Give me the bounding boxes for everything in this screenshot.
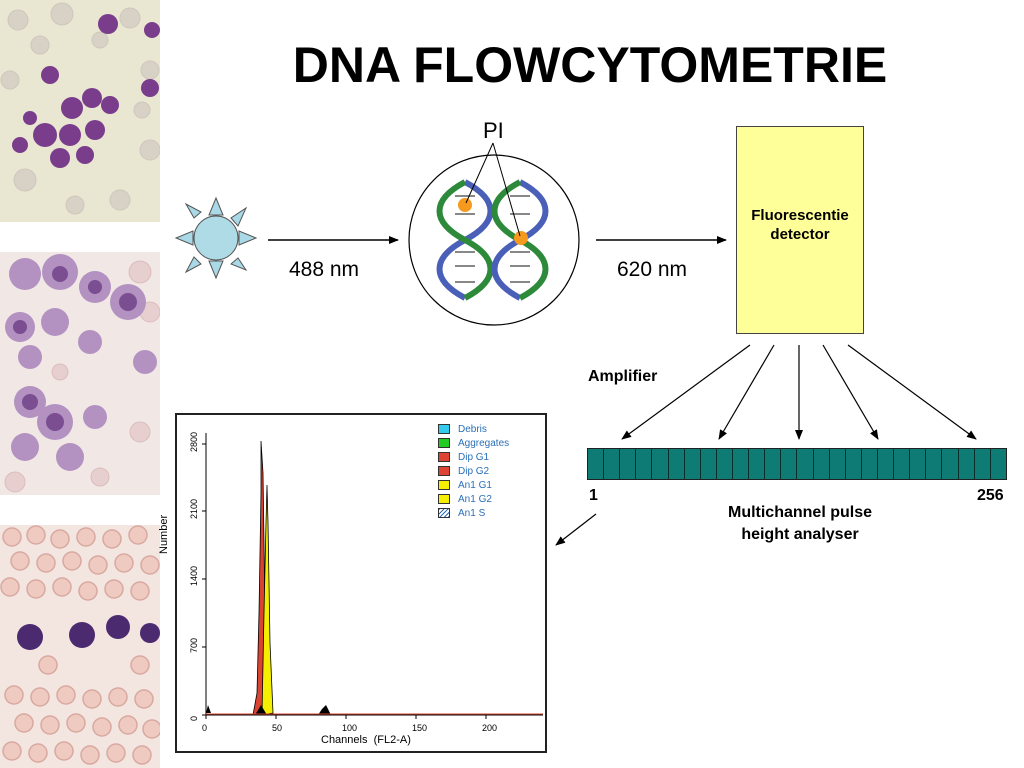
emission-wavelength-label: 620 nm [617,258,688,281]
channel-cell [959,449,975,479]
micrograph-image-top [0,0,160,222]
histogram-x-tick-label: 0 [202,723,208,733]
channel-cell [620,449,637,479]
legend-item: Dip G1 [438,450,509,464]
analyser-label-line2: height analyser [741,526,859,543]
channel-end-label: 256 [977,487,1004,504]
channel-cell [781,449,798,479]
legend-item: Aggregates [438,436,509,450]
legend-label: Debris [458,423,487,435]
channel-cell [733,449,750,479]
legend-item: Debris [438,422,509,436]
legend-swatch [438,466,450,476]
light-source-icon [174,196,258,280]
histogram-y-tick-label: 0 [189,715,199,721]
micrograph-image-bottom [0,525,160,768]
channel-cell [669,449,685,479]
legend-swatch [438,438,450,448]
channel-cell [878,449,895,479]
histogram-x-tick-label: 150 [412,723,428,733]
legend-swatch [438,452,450,462]
channel-cell [685,449,701,479]
analyser-label: Multichannel pulse height analyser [690,502,910,546]
histogram-x-tick-label: 50 [272,723,283,733]
legend-label: An1 S [458,507,486,519]
detector-label-line2: detector [770,226,830,243]
micrograph-image-middle [0,252,160,495]
histogram-y-tick-label: 2100 [189,498,199,519]
channel-cell [749,449,766,479]
legend-label: An1 G1 [458,479,492,491]
dna-histogram [175,413,547,753]
excitation-wavelength-label: 488 nm [289,258,360,281]
channel-cell [846,449,862,479]
amplifier-label: Amplifier [588,368,658,385]
legend-item: An1 S [438,506,509,520]
legend-swatch [438,480,450,490]
legend-swatch [438,424,450,434]
legend-label: An1 G2 [458,493,492,505]
histogram-y-tick-label: 700 [189,637,199,653]
channel-cell [910,449,927,479]
pi-label: PI [483,118,504,143]
detector-label-line1: Fluorescentie [751,207,849,224]
fluorescence-detector: Fluorescentie detector [736,126,864,334]
legend-swatch [438,494,450,504]
channel-cell [862,449,878,479]
channel-cell [830,449,846,479]
channel-cell [604,449,621,479]
channel-start-label: 1 [589,487,598,504]
page-title: DNA FLOWCYTOMETRIE [292,37,888,93]
channel-bar [587,448,1007,480]
amplifier-arrows [621,344,977,440]
histogram-x-tick-label: 200 [482,723,498,733]
channel-cell [991,449,1006,479]
histogram-ylabel: Number [158,514,170,554]
legend-label: Aggregates [458,437,510,449]
histogram-plot [202,433,543,719]
output-arrow [555,513,597,546]
channel-cell [942,449,959,479]
channel-cell [652,449,669,479]
legend-label: Dip G2 [458,465,490,477]
channel-cell [926,449,943,479]
legend-item: An1 G2 [438,492,509,506]
channel-cell [975,449,991,479]
histogram-x-tick-label: 100 [342,723,358,733]
legend-swatch [438,508,450,518]
legend-item: An1 G1 [438,478,509,492]
legend-label: Dip G1 [458,451,490,463]
channel-cell [765,449,782,479]
legend-item: Dip G2 [438,464,509,478]
analyser-label-line1: Multichannel pulse [727,504,872,521]
histogram-xlabel: Channels (FL2-A) [321,734,411,746]
channel-cell [636,449,653,479]
histogram-y-tick-label: 2800 [189,431,199,452]
dna-cell-icon [408,142,580,326]
channel-cell [717,449,733,479]
channel-cell [701,449,717,479]
channel-cell [588,449,605,479]
histogram-y-tick-label: 1400 [189,565,199,586]
channel-cell [814,449,830,479]
channel-cell [894,449,911,479]
channel-cell [797,449,814,479]
